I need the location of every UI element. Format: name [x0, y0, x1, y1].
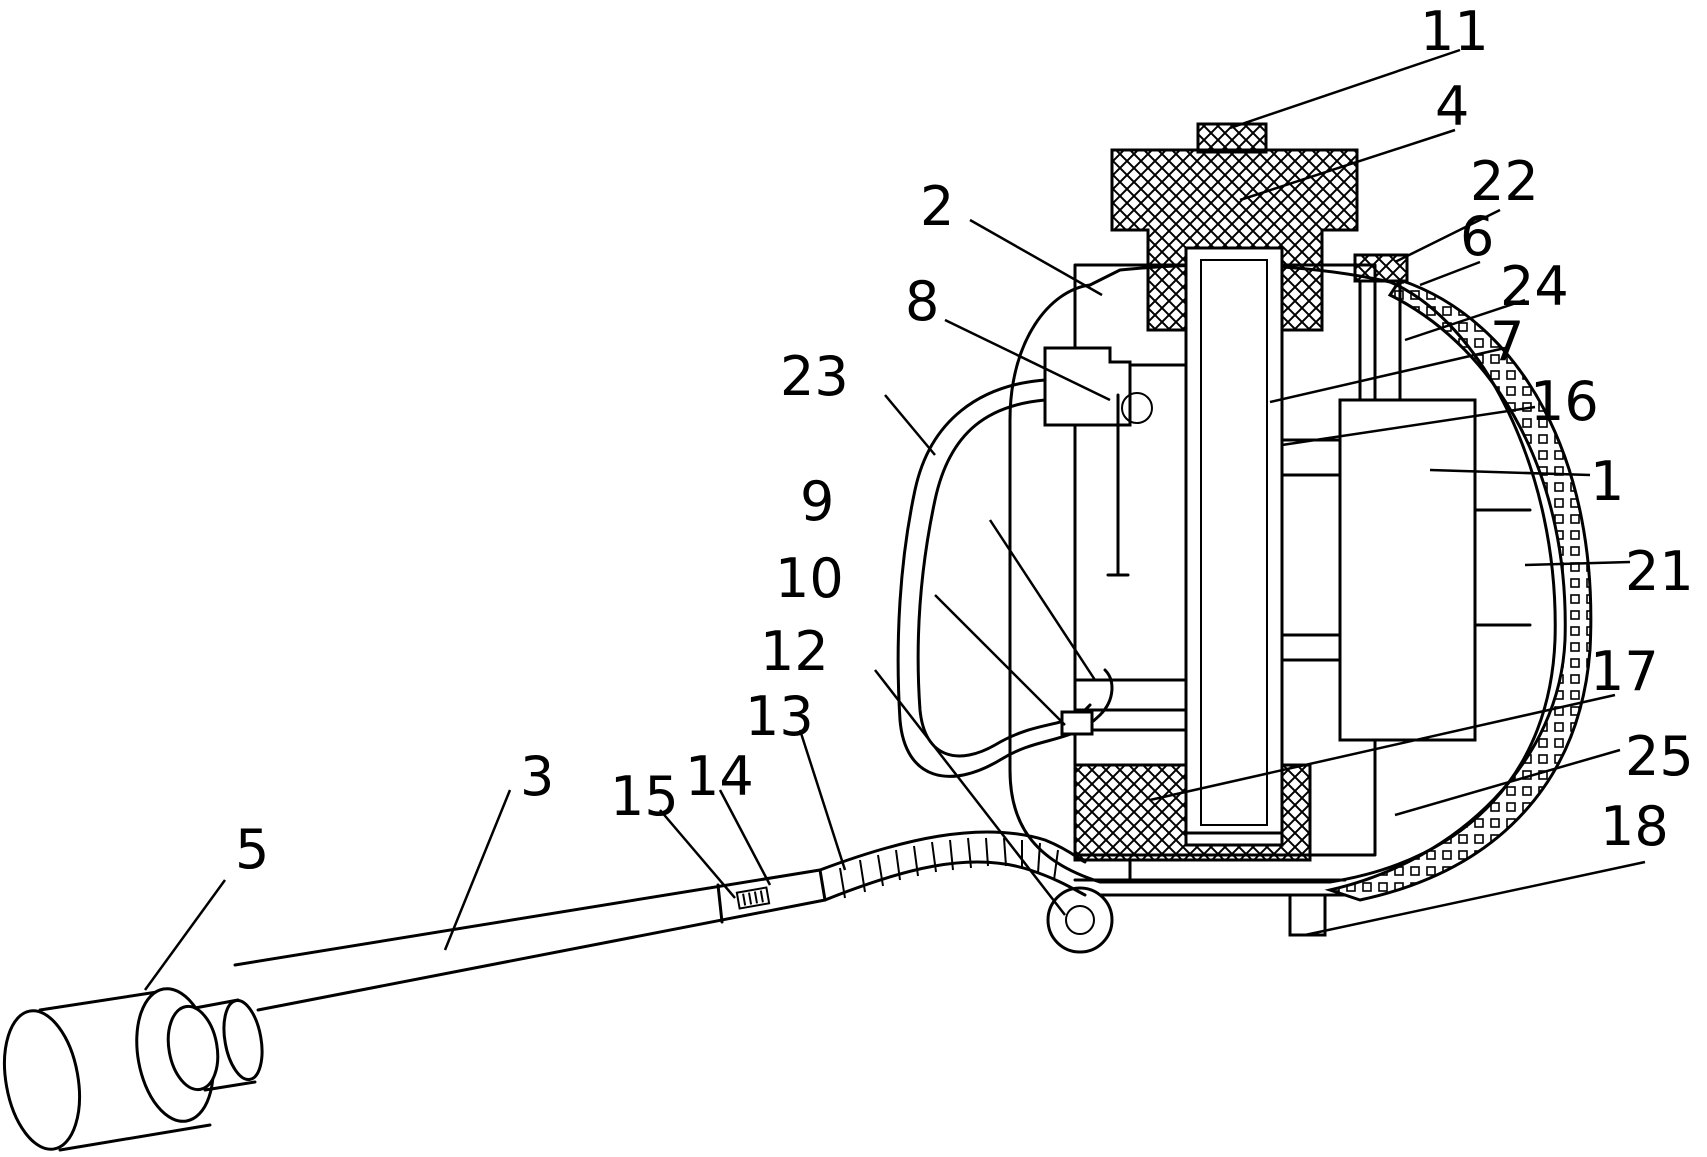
top-knob-11 — [1196, 122, 1268, 154]
label-13: 13 — [745, 685, 814, 748]
hose-13 — [818, 830, 1087, 872]
label-18: 18 — [1600, 795, 1669, 858]
label-7: 7 — [1490, 310, 1524, 373]
label-17: 17 — [1590, 640, 1659, 703]
label-11: 11 — [1420, 0, 1489, 63]
center-column-inner — [1200, 259, 1268, 826]
label-10: 10 — [775, 547, 844, 610]
label-25: 25 — [1625, 725, 1694, 788]
label-8: 8 — [905, 270, 939, 333]
label-22: 22 — [1470, 150, 1539, 213]
button-15 — [735, 886, 771, 910]
housing-body-2 — [1008, 263, 1557, 884]
label-9: 9 — [800, 470, 834, 533]
label-16: 16 — [1530, 370, 1599, 433]
label-21: 21 — [1625, 540, 1694, 603]
label-4: 4 — [1435, 75, 1469, 138]
label-12: 12 — [760, 620, 829, 683]
latch-10 — [1060, 710, 1094, 736]
label-24: 24 — [1500, 255, 1569, 318]
label-23: 23 — [780, 345, 849, 408]
wheel-12 — [1046, 886, 1114, 954]
label-5: 5 — [235, 818, 269, 881]
label-6: 6 — [1460, 205, 1494, 268]
top-cap-4 — [1110, 148, 1359, 332]
switch-8 — [1043, 346, 1132, 427]
label-15: 15 — [610, 765, 679, 828]
battery-box-1 — [1338, 398, 1477, 742]
nozzle-5 — [38, 988, 212, 1152]
wand-tube-3 — [233, 868, 827, 1012]
foot-18 — [1288, 893, 1327, 937]
label-14: 14 — [685, 745, 754, 808]
label-1: 1 — [1590, 450, 1624, 513]
label-3: 3 — [520, 745, 554, 808]
label-2: 2 — [920, 175, 954, 238]
